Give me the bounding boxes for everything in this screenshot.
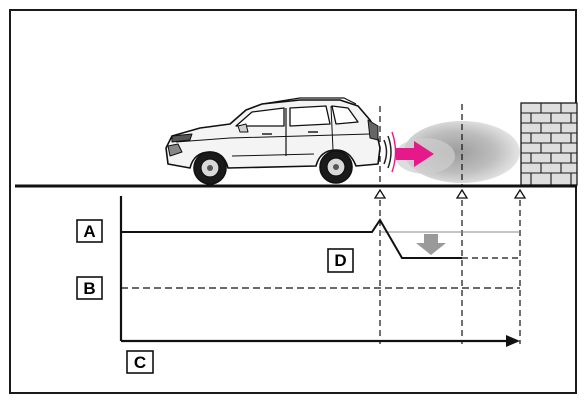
label-a-box: A bbox=[76, 219, 103, 243]
brick-wall bbox=[520, 102, 578, 186]
marker-mid bbox=[455, 188, 469, 199]
label-b-box: B bbox=[76, 276, 103, 300]
label-b: B bbox=[83, 279, 95, 298]
outer-frame bbox=[9, 9, 577, 394]
label-d-box: D bbox=[327, 248, 354, 273]
label-a: A bbox=[83, 222, 95, 241]
position-markers bbox=[373, 188, 527, 199]
sensor-waves bbox=[383, 131, 397, 173]
label-c-box: C bbox=[126, 350, 154, 374]
label-d: D bbox=[334, 251, 346, 270]
marker-wall bbox=[513, 188, 527, 199]
graph-x-axis-arrowhead bbox=[506, 335, 520, 347]
decrease-arrow bbox=[416, 234, 446, 255]
vertical-reference-lines bbox=[379, 104, 521, 344]
output-level-line bbox=[121, 218, 462, 259]
suv-car-illustration bbox=[165, 97, 381, 185]
marker-detection-start bbox=[373, 188, 387, 199]
label-c: C bbox=[134, 353, 146, 372]
approach-arrow bbox=[396, 141, 434, 167]
